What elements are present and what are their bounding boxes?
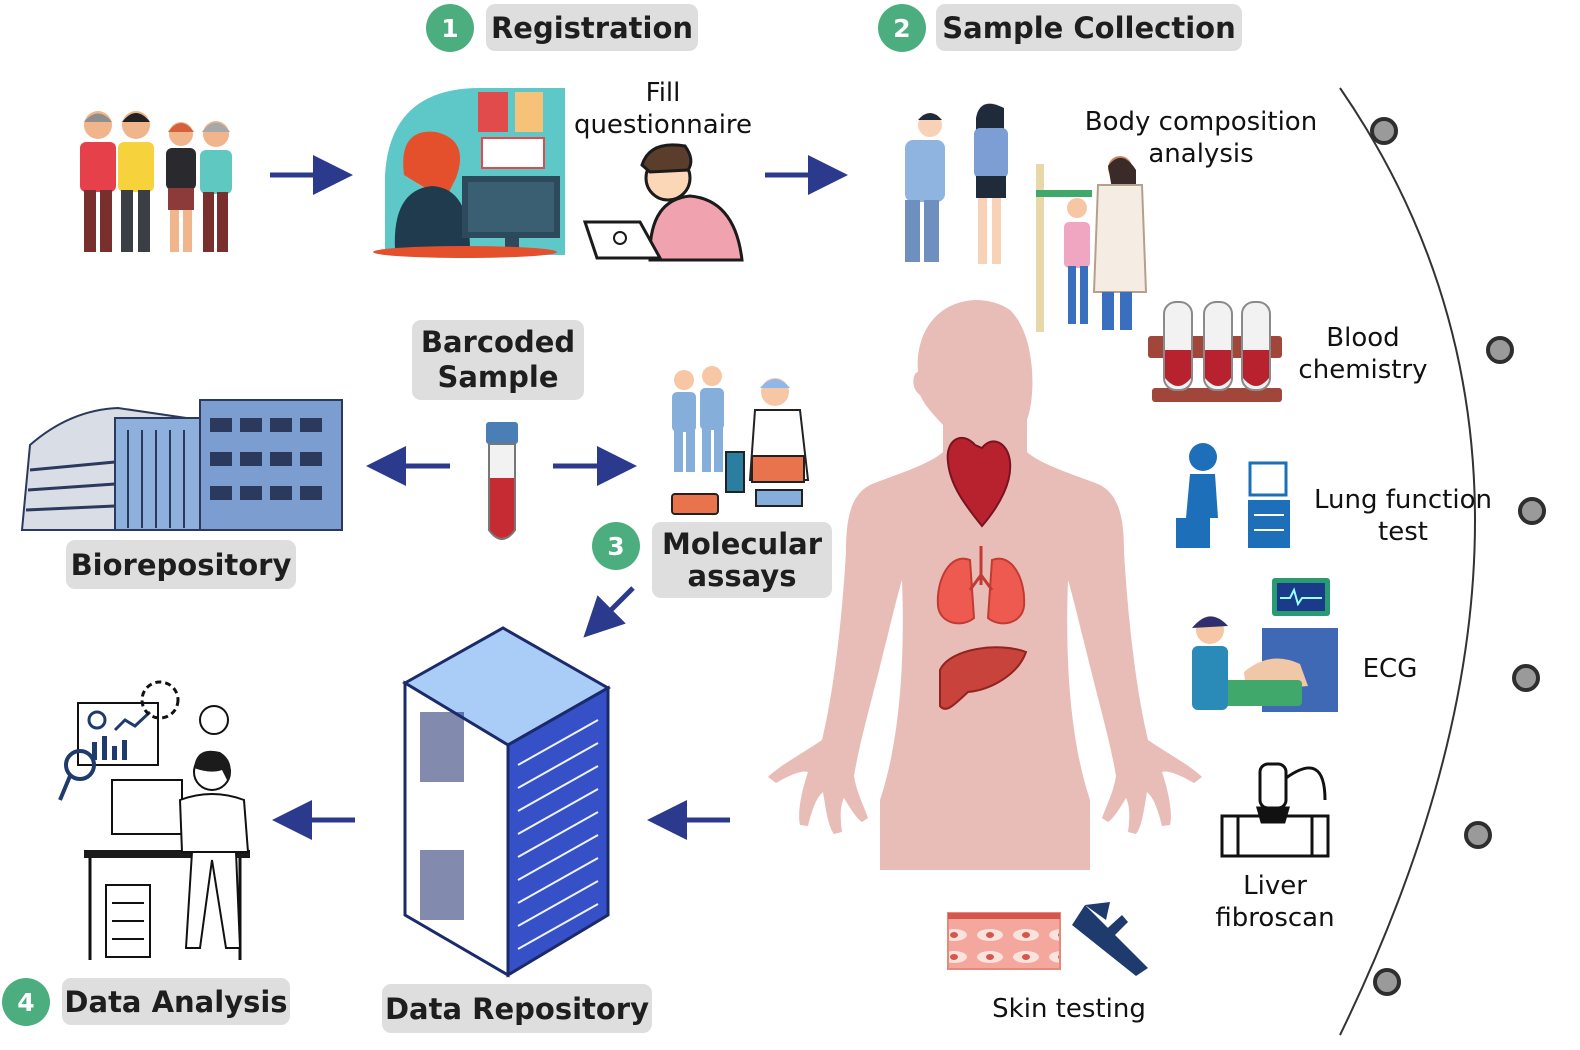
- step-3-badge: 3: [592, 522, 640, 570]
- skin-testing-label: Skin testing: [992, 994, 1146, 1024]
- fibroscan-icon: [1220, 762, 1330, 858]
- timeline-node: [1464, 821, 1492, 849]
- step-2-badge: 2: [878, 4, 926, 52]
- arrow-assays-to-repository: [583, 586, 635, 638]
- test-tube-icon: [486, 422, 518, 540]
- blood-tubes-rack-icon: [1148, 301, 1282, 402]
- body-composition-line1: Body composition: [1084, 107, 1318, 137]
- data-analyst-icon: [58, 680, 250, 960]
- server-rack-icon: [402, 626, 612, 978]
- fill-questionnaire-label: Fill questionnaire: [566, 77, 760, 141]
- skin-sample-icon: [947, 912, 1061, 970]
- flow-arrows: [270, 155, 848, 840]
- lung-function-label: Lung function test: [1304, 484, 1502, 548]
- human-body-silhouette: [768, 300, 1202, 870]
- lab-scientists-icon: [671, 366, 810, 515]
- fill-questionnaire-line2: questionnaire: [573, 110, 753, 140]
- nurses-icon: [905, 103, 1008, 264]
- barcoded-sample-label: Barcoded Sample: [412, 320, 584, 400]
- step-2-label: Sample Collection: [936, 4, 1242, 51]
- barcoded-sample-line1: Barcoded: [420, 325, 576, 359]
- timeline-nodes: [1370, 117, 1546, 996]
- ecg-icon: [1192, 578, 1338, 712]
- timeline-node: [1373, 968, 1401, 996]
- biorepository-building-icon: [20, 399, 343, 531]
- step-1-badge: 1: [426, 4, 474, 52]
- liver-fibroscan-line2: fibroscan: [1215, 903, 1335, 933]
- biorepository-label: Biorepository: [66, 540, 296, 589]
- liver-icon: [939, 646, 1028, 710]
- blood-chemistry-line1: Blood: [1326, 323, 1400, 353]
- step-4-label: Data Analysis: [62, 978, 290, 1025]
- barcoded-sample-line2: Sample: [437, 360, 559, 394]
- timeline-arc: [1339, 87, 1476, 1036]
- lung-function-line1: Lung function: [1314, 485, 1492, 515]
- step-1-label: Registration: [486, 4, 698, 51]
- lung-function-line2: test: [1378, 517, 1428, 547]
- fill-questionnaire-line1: Fill: [645, 78, 681, 108]
- timeline-node: [1486, 336, 1514, 364]
- registration-desk-icon: [373, 88, 565, 258]
- step-3-label: Molecular assays: [652, 522, 832, 598]
- timeline-node: [1370, 117, 1398, 145]
- liver-fibroscan-label: Liver fibroscan: [1204, 870, 1346, 934]
- lungs-icon: [936, 546, 1026, 625]
- blood-chemistry-label: Blood chemistry: [1290, 322, 1436, 386]
- blood-chemistry-line2: chemistry: [1298, 355, 1428, 385]
- data-repository-label: Data Repository: [382, 984, 652, 1033]
- step-4-badge: 4: [2, 978, 50, 1026]
- body-composition-label: Body composition analysis: [1076, 106, 1326, 170]
- step-3-label-line1: Molecular: [661, 527, 823, 561]
- body-composition-line2: analysis: [1148, 139, 1254, 169]
- ecg-label: ECG: [1362, 654, 1418, 684]
- caliper-icon: [1072, 902, 1148, 976]
- timeline-node: [1518, 497, 1546, 525]
- step-3-label-line2: assays: [687, 559, 797, 593]
- heart-icon: [946, 436, 1012, 528]
- people-group-icon: [80, 111, 232, 252]
- liver-fibroscan-line1: Liver: [1243, 871, 1307, 901]
- height-measurement-icon: [1036, 156, 1148, 332]
- laptop-user-icon: [582, 143, 744, 262]
- lung-function-test-icon: [1176, 443, 1290, 548]
- timeline-node: [1512, 664, 1540, 692]
